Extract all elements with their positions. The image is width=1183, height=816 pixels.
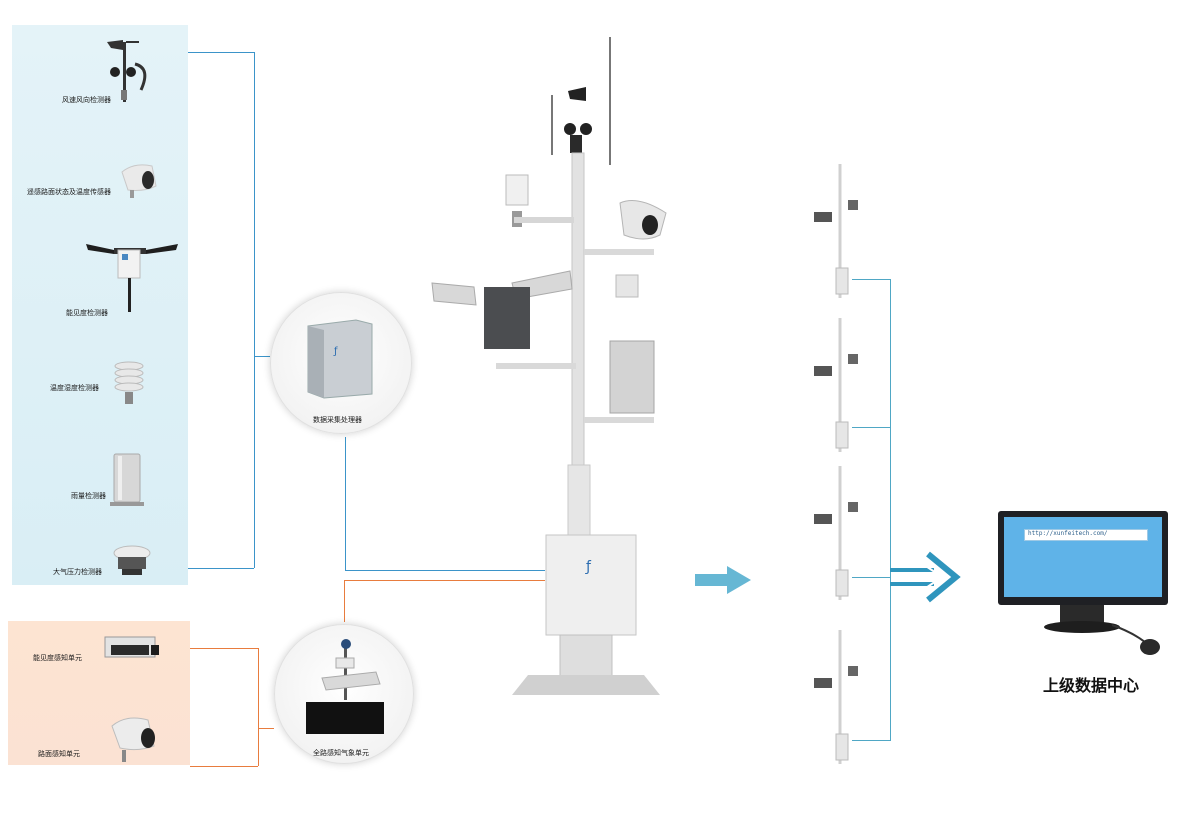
weather-unit-label: 全路感知气象单元 bbox=[313, 749, 369, 757]
sensor-label-temp-humidity: 温度湿度检测器 bbox=[50, 384, 99, 392]
unit-label-road: 路面感知单元 bbox=[38, 750, 80, 758]
temp-humidity-icon bbox=[114, 361, 144, 404]
road-unit-icon bbox=[111, 717, 155, 762]
network-link-2 bbox=[852, 427, 891, 428]
visibility-detector-icon bbox=[86, 244, 178, 312]
network-link-4 bbox=[852, 740, 891, 741]
perception-unit-panel bbox=[8, 621, 190, 765]
weather-unit-to-cabinet bbox=[344, 580, 545, 581]
barometer-icon bbox=[113, 545, 151, 575]
network-trunk bbox=[890, 279, 891, 741]
sensor-label-anemometer: 风速风向检测器 bbox=[62, 96, 111, 104]
unit-label-visibility: 能见度感知单元 bbox=[33, 654, 82, 662]
sensor-label-barometer: 大气压力检测器 bbox=[53, 568, 102, 576]
sensor-label-rain: 雨量检测器 bbox=[71, 492, 106, 500]
weather-station-pole: ƒ bbox=[431, 37, 667, 695]
data-processor-icon: ƒ bbox=[307, 319, 373, 399]
url-text: http://xunfeitech.com/ bbox=[1028, 530, 1108, 537]
double-arrow-icon bbox=[890, 551, 961, 603]
weather-unit-icon bbox=[306, 639, 384, 734]
sensor-bus-vertical bbox=[254, 52, 255, 568]
anemometer-icon bbox=[107, 40, 147, 102]
forward-arrow-icon bbox=[695, 566, 751, 594]
sensor-label-visibility: 能见度检测器 bbox=[66, 309, 108, 317]
data-center-label: 上级数据中心 bbox=[1043, 676, 1140, 695]
sensor-label-road-surface: 遥感路面状态及温度传感器 bbox=[27, 188, 111, 196]
unit-bus-bottom bbox=[190, 766, 258, 767]
network-link-1 bbox=[852, 279, 891, 280]
sensor-bus-to-processor bbox=[254, 356, 270, 357]
weather-unit-up bbox=[344, 580, 345, 622]
rain-gauge-icon bbox=[110, 453, 144, 506]
visibility-unit-icon bbox=[104, 636, 159, 658]
network-link-3 bbox=[852, 577, 891, 578]
road-surface-sensor-icon bbox=[121, 164, 157, 198]
sensor-bus-top bbox=[188, 52, 254, 53]
svg-text:ƒ: ƒ bbox=[585, 559, 592, 575]
unit-bus-to-circle bbox=[258, 728, 274, 729]
processor-down bbox=[345, 437, 346, 570]
url-bar[interactable] bbox=[1024, 529, 1148, 541]
unit-bus-top bbox=[190, 648, 258, 649]
svg-text:ƒ: ƒ bbox=[333, 346, 338, 357]
sensor-panel bbox=[12, 25, 188, 585]
processor-to-cabinet bbox=[345, 570, 545, 571]
unit-bus-vertical bbox=[258, 648, 259, 766]
processor-label: 数据采集处理器 bbox=[313, 416, 362, 424]
station-column bbox=[814, 164, 858, 764]
sensor-bus-bottom bbox=[188, 568, 254, 569]
